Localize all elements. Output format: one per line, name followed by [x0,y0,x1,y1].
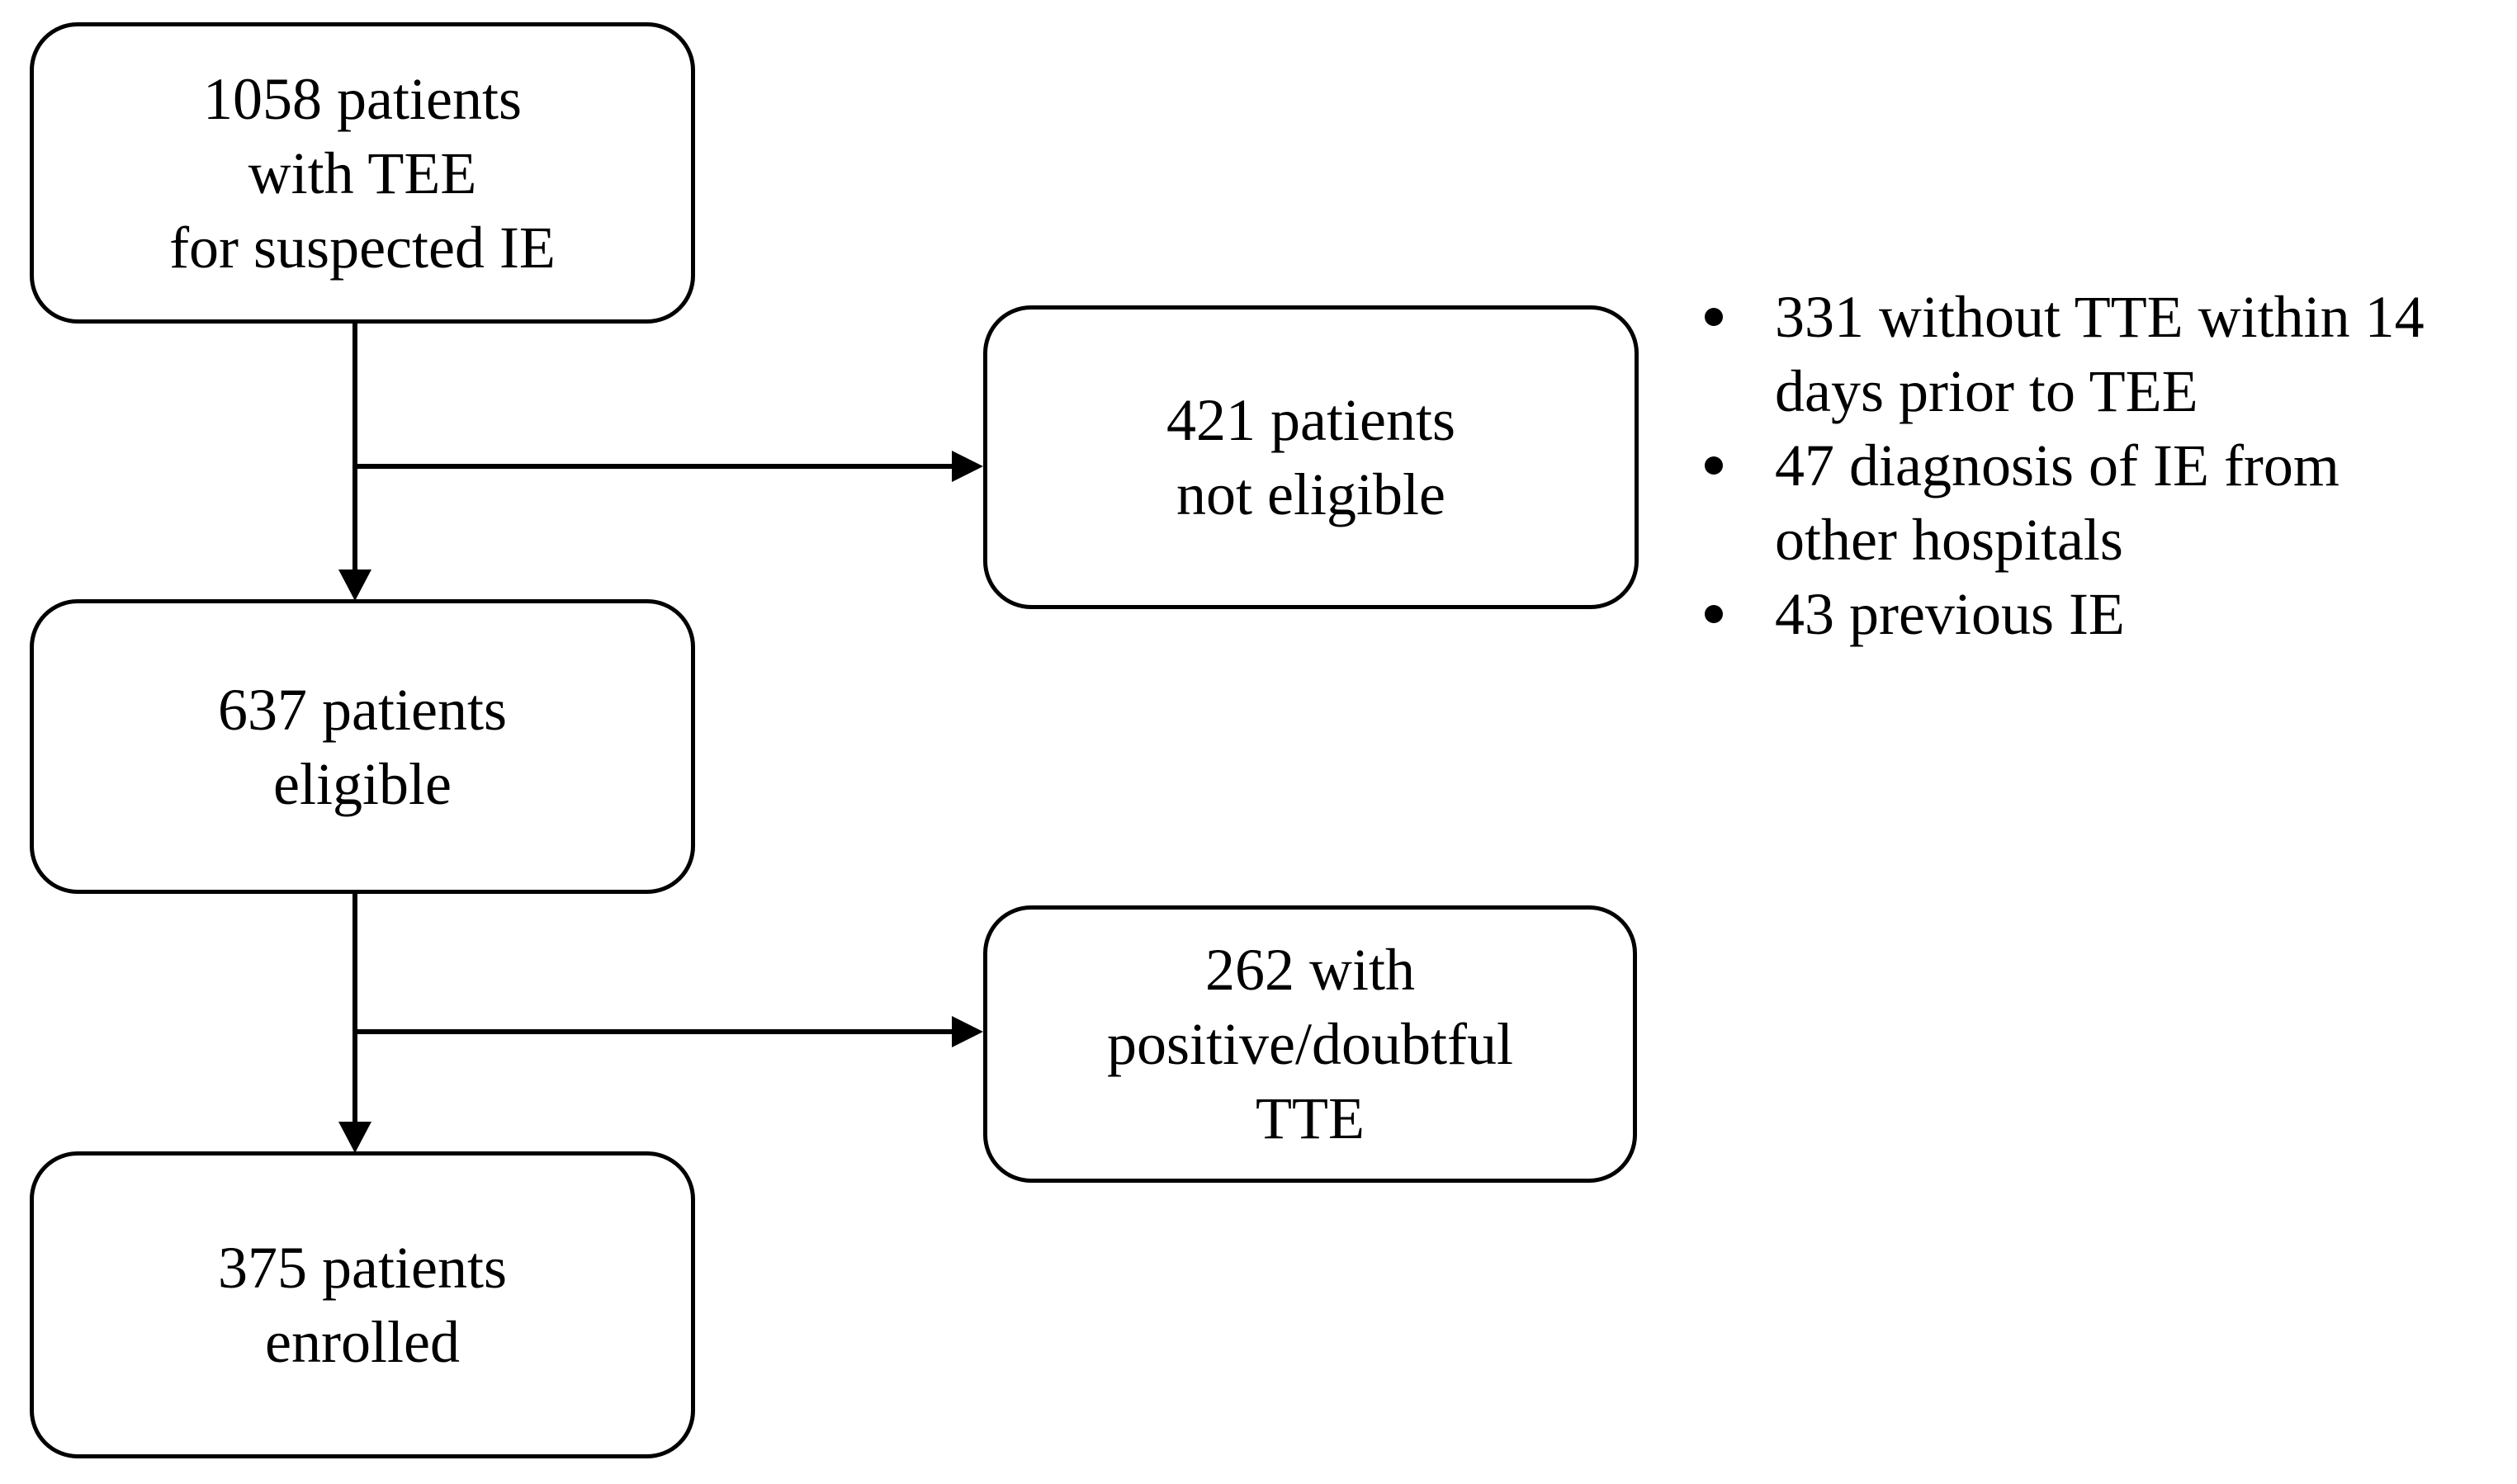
list-item: 47 diagnosis of IE from other hospitals [1705,428,2497,577]
arrowhead-right-icon [952,1016,983,1047]
exclusion-text-line: 43 previous IE [1775,581,2125,647]
box-text-line: TTE [1256,1085,1365,1151]
connector-vertical-eligible-to-enrolled [352,892,357,1128]
box-text-line: eligible [273,750,452,817]
box-262-positive-doubtful-tte: 262 with positive/doubtful TTE [983,905,1637,1183]
arrowhead-right-icon [952,451,983,482]
exclusion-reasons-list: 331 without TTE within 14 days prior to … [1705,280,2497,651]
bullet-dot-icon [1705,456,1723,475]
exclusion-text-line: days prior to TEE [1775,358,2198,424]
box-text-line: enrolled [265,1309,460,1375]
exclusion-text-line: 331 without TTE within 14 [1775,284,2425,350]
box-text-line: 421 patients [1166,387,1455,453]
connector-vertical-suspected-to-eligible [352,322,357,578]
box-text-line: for suspected IE [169,214,556,281]
arrowhead-down-icon [338,1122,371,1153]
box-421-not-eligible: 421 patients not eligible [983,305,1639,609]
box-1058-patients-with-tee: 1058 patients with TEE for suspected IE [30,22,695,324]
bullet-dot-icon [1705,605,1723,623]
box-text-line: 637 patients [218,676,507,743]
box-text-line: with TEE [248,139,477,206]
list-item: 331 without TTE within 14 days prior to … [1705,280,2497,428]
box-text-line: not eligible [1176,461,1445,527]
bullet-dot-icon [1705,308,1723,326]
arrowhead-down-icon [338,569,371,601]
box-text-line: 262 with [1204,937,1415,1003]
connector-branch-to-positive-tte [352,1029,953,1034]
connector-branch-to-not-eligible [352,464,953,469]
list-item: 43 previous IE [1705,577,2497,651]
box-375-enrolled: 375 patients enrolled [30,1151,695,1458]
exclusion-text-line: other hospitals [1775,507,2123,573]
box-text-line: 375 patients [218,1235,507,1301]
exclusion-text-line: 47 diagnosis of IE from [1775,432,2340,499]
box-637-eligible: 637 patients eligible [30,599,695,894]
box-text-line: 1058 patients [203,65,522,132]
box-text-line: positive/doubtful [1107,1011,1513,1077]
